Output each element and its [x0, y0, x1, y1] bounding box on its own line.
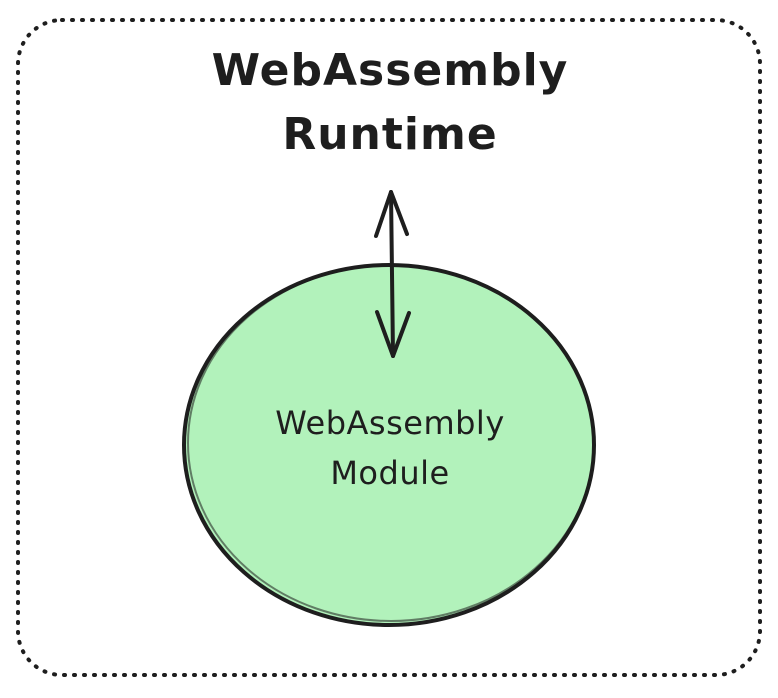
bidirectional-arrow: [374, 190, 411, 358]
runtime-title-line-2: Runtime: [282, 109, 498, 160]
runtime-title-line-1: WebAssembly: [211, 45, 569, 96]
arrow-shaft: [389, 190, 395, 358]
arrow-head-up: [374, 190, 409, 238]
module-title-line-2: Module: [330, 454, 450, 492]
module-title-line-1: WebAssembly: [275, 404, 505, 442]
arrow-head-down: [375, 310, 411, 358]
